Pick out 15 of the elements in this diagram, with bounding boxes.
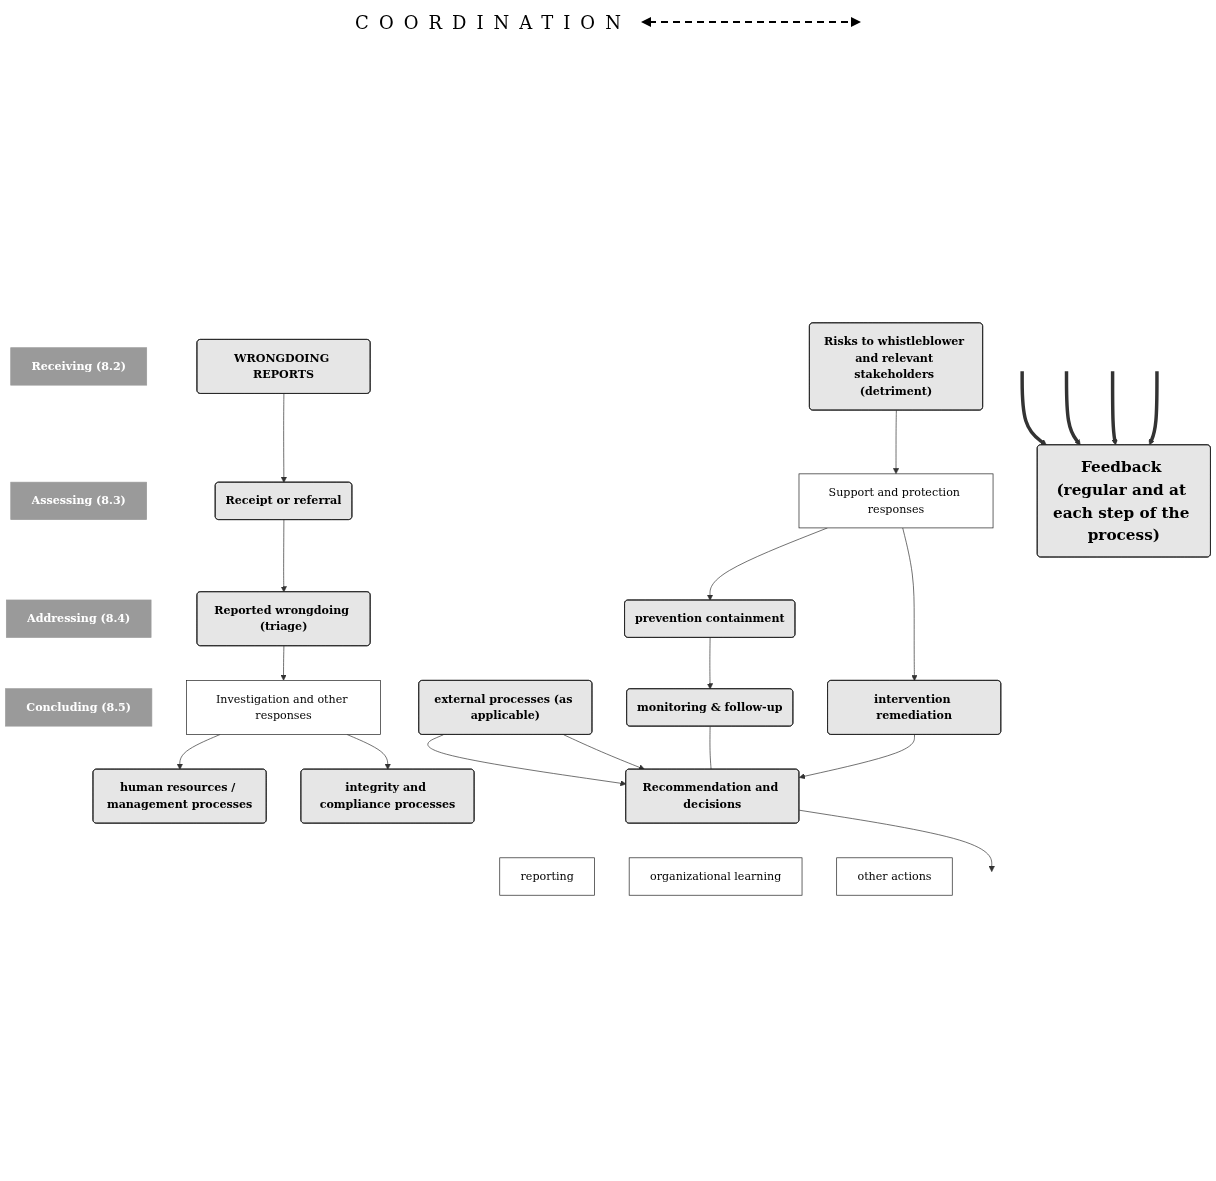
arrow [1110,371,1118,446]
node-box: Investigation and other responses [186,680,381,735]
node-box: Addressing (8.4) [6,599,152,638]
node-box: Receiving (8.2) [10,347,148,386]
node-box: organizational learning [628,857,803,896]
arrow [1148,371,1159,446]
node-box: Assessing (8.3) [10,481,147,520]
connector [709,726,712,770]
arrow [1020,371,1047,446]
arrow [1064,371,1081,446]
coordination-label: COORDINATION [355,11,631,33]
node-box: Support and protection responses [798,473,994,529]
node-box: reporting [499,857,595,896]
node-box: Concluding (8.5) [5,688,153,727]
node-box: other actions [836,857,953,896]
